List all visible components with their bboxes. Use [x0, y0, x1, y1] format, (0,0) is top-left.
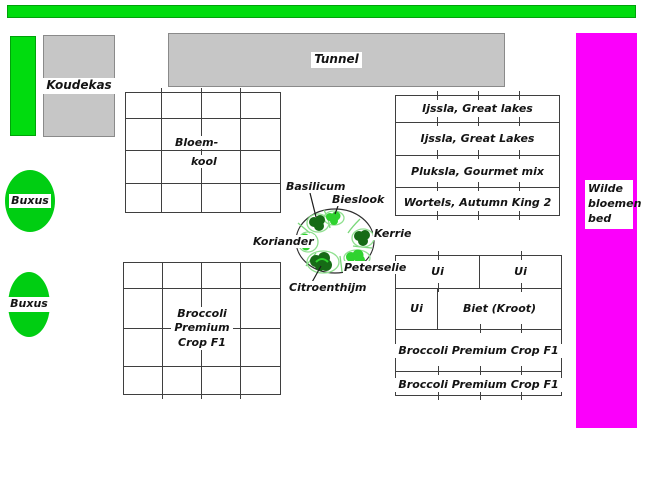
wilde-bloemen-bed: Wilde bloemen bed — [576, 33, 641, 428]
bed-row: Ijssla, Great lakes — [396, 96, 559, 122]
grid-tick — [521, 283, 522, 292]
grid-tick — [437, 117, 438, 126]
buxus-ellipse-1: Buxus — [5, 170, 55, 232]
bloemkool-label-line1: Bloem- — [172, 136, 222, 149]
tunnel-box: Tunnel — [168, 33, 505, 87]
hedge-left-bar — [10, 36, 36, 136]
koudekas-label: Koudekas — [43, 78, 115, 94]
grid-tick — [437, 91, 438, 100]
bieslook-label: Bieslook — [331, 193, 386, 207]
grid-tick — [438, 366, 439, 375]
grid-tick — [519, 182, 520, 191]
grid-line — [240, 93, 241, 212]
grid-tick — [521, 324, 522, 333]
bed-row-label: Pluksla, Gourmet mix — [408, 164, 547, 180]
bed-cell-label: Ui — [511, 264, 530, 280]
grid-tick — [240, 390, 241, 399]
buxus-ellipse-2: Buxus — [8, 272, 50, 337]
grid-tick — [521, 366, 522, 375]
herb-wheel — [295, 192, 375, 285]
grid-line — [126, 118, 280, 119]
grid-tick — [478, 91, 479, 100]
bieslook-blob — [326, 211, 341, 225]
grid-tick — [480, 391, 481, 400]
grid-tick — [478, 182, 479, 191]
grid-tick — [201, 390, 202, 399]
bed-cell: Biet (Kroot) — [438, 289, 561, 330]
grid-tick — [478, 117, 479, 126]
basilicum-label: Basilicum — [285, 180, 347, 194]
grid-tick — [438, 391, 439, 400]
grid-tick — [478, 211, 479, 220]
grid-tick — [519, 91, 520, 100]
bed-cell-label: Biet (Kroot) — [459, 302, 540, 317]
wilde-bloemen-label: Wilde bloemen bed — [585, 180, 641, 229]
grid-line — [126, 150, 280, 151]
koudekas-box: Koudekas — [43, 35, 115, 137]
tunnel-label: Tunnel — [311, 52, 362, 68]
bloemkool-label-line2: kool — [188, 155, 220, 169]
grid-line — [201, 93, 202, 212]
bed-row-label: Broccoli Premium Crop F1 — [395, 377, 562, 393]
grid-tick — [480, 366, 481, 375]
kerrie-blob — [354, 230, 370, 246]
grid-line — [161, 93, 162, 212]
grid-tick — [437, 182, 438, 191]
koriander-label: Koriander — [252, 235, 315, 249]
bed-cell-label: Ui — [428, 264, 447, 280]
bed-row: Ui Biet (Kroot) — [396, 288, 561, 330]
basilicum-blob — [309, 215, 325, 231]
peterselie-label: Peterselie — [343, 261, 408, 275]
grid-tick — [240, 88, 241, 97]
bloemkool-bed: Bloem- kool — [125, 88, 281, 213]
grid-tick — [519, 117, 520, 126]
bed-cell: Ui — [480, 256, 561, 288]
bed-row: Broccoli Premium Crop F1 — [395, 371, 562, 398]
onion-beet-bed: Ui Ui Ui Biet (Kroot) Broccoli Premium C… — [395, 251, 562, 400]
bed-cell: Ui — [396, 289, 438, 330]
bed-row-label: Wortels, Autumn King 2 — [400, 195, 555, 211]
bed-cell: Ui — [396, 256, 480, 288]
bed-cell-label: Ui — [407, 302, 426, 317]
bed-row: Pluksla, Gourmet mix — [396, 155, 559, 188]
broccoli-label: Broccoli Premium Crop F1 — [171, 307, 233, 350]
grid-tick — [201, 88, 202, 97]
grid-tick — [519, 211, 520, 220]
grid-tick — [480, 324, 481, 333]
bed-row: Ui Ui — [396, 256, 561, 288]
kerrie-label: Kerrie — [373, 227, 413, 241]
citroenthijm-label: Citroenthijm — [288, 281, 368, 295]
grid-tick — [438, 251, 439, 260]
grid-line — [124, 366, 280, 367]
hedge-top-bar — [7, 5, 636, 18]
buxus-label: Buxus — [8, 297, 50, 312]
grid-tick — [521, 251, 522, 260]
bed-row: Broccoli Premium Crop F1 — [395, 329, 562, 372]
bloemkool-label: Bloem- kool — [172, 131, 222, 170]
grid-line — [126, 183, 280, 184]
bed-row-label: Ijssla, Great Lakes — [417, 132, 538, 147]
grid-tick — [519, 150, 520, 159]
buxus-label: Buxus — [9, 193, 51, 209]
lettuce-bed: Ijssla, Great lakes Ijssla, Great Lakes … — [395, 91, 560, 220]
citroenthijm-blob — [310, 252, 332, 271]
broccoli-label-wrap: Broccoli Premium Crop F1 — [124, 263, 280, 394]
grid-tick — [161, 88, 162, 97]
grid-tick — [478, 150, 479, 159]
bed-row: Ijssla, Great Lakes — [396, 122, 559, 156]
bed-row: Wortels, Autumn King 2 — [396, 187, 559, 218]
bed-row-label: Ijssla, Great lakes — [419, 101, 536, 117]
grid-tick — [162, 390, 163, 399]
broccoli-bed: Broccoli Premium Crop F1 — [123, 262, 281, 399]
grid-tick — [437, 211, 438, 220]
grid-tick — [521, 391, 522, 400]
grid-line — [124, 288, 280, 289]
bed-row-label: Broccoli Premium Crop F1 — [395, 343, 562, 359]
grid-tick — [437, 150, 438, 159]
grid-tick — [438, 283, 439, 292]
